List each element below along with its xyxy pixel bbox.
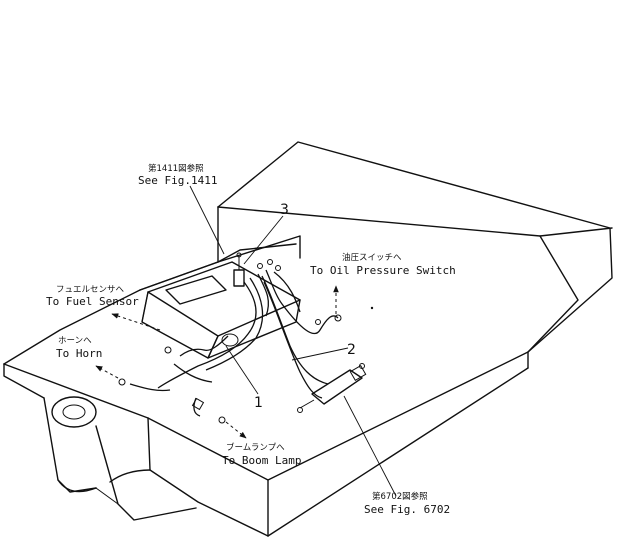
label-oil-jp: 油圧スイッチへ [342, 252, 402, 263]
controller-box [141, 261, 301, 359]
label-fig1411-en: See Fig.1411 [138, 174, 217, 187]
deck-plate [139, 235, 301, 291]
label-to-horn: ホーンへ To Horn [56, 336, 102, 360]
label-horn-en: To Horn [56, 347, 102, 360]
leader-lines [189, 185, 397, 497]
wire-harness [118, 259, 342, 424]
label-fig6702-en: See Fig. 6702 [364, 503, 450, 516]
label-see-fig-6702: 第6702図参照 See Fig. 6702 [364, 491, 450, 516]
label-boom-en: To Boom Lamp [222, 454, 301, 467]
label-oil-en: To Oil Pressure Switch [310, 264, 456, 277]
label-fig1411-jp: 第1411図参照 [148, 163, 204, 174]
boom-pivot [43, 396, 197, 521]
label-to-boom-lamp: ブームランプへ To Boom Lamp [222, 442, 301, 467]
direction-arrows [95, 285, 339, 439]
label-to-oil-pressure-switch: 油圧スイッチへ To Oil Pressure Switch [310, 252, 456, 277]
callout-1: 1 [254, 395, 263, 411]
callout-3: 3 [280, 202, 289, 218]
callout-2: 2 [347, 342, 356, 358]
switch-item-3 [233, 252, 245, 287]
label-horn-jp: ホーンへ [58, 336, 92, 346]
label-fig6702-jp: 第6702図参照 [372, 491, 428, 502]
machine-frame [3, 141, 613, 537]
connector-item-2 [297, 363, 367, 413]
label-see-fig-1411: 第1411図参照 See Fig.1411 [138, 163, 217, 187]
label-fuel-jp: フュエルセンサへ [56, 285, 125, 295]
label-to-fuel-sensor: フュエルセンサへ To Fuel Sensor [46, 285, 139, 308]
label-fuel-en: To Fuel Sensor [46, 295, 139, 308]
label-boom-jp: ブームランプへ [226, 442, 285, 453]
